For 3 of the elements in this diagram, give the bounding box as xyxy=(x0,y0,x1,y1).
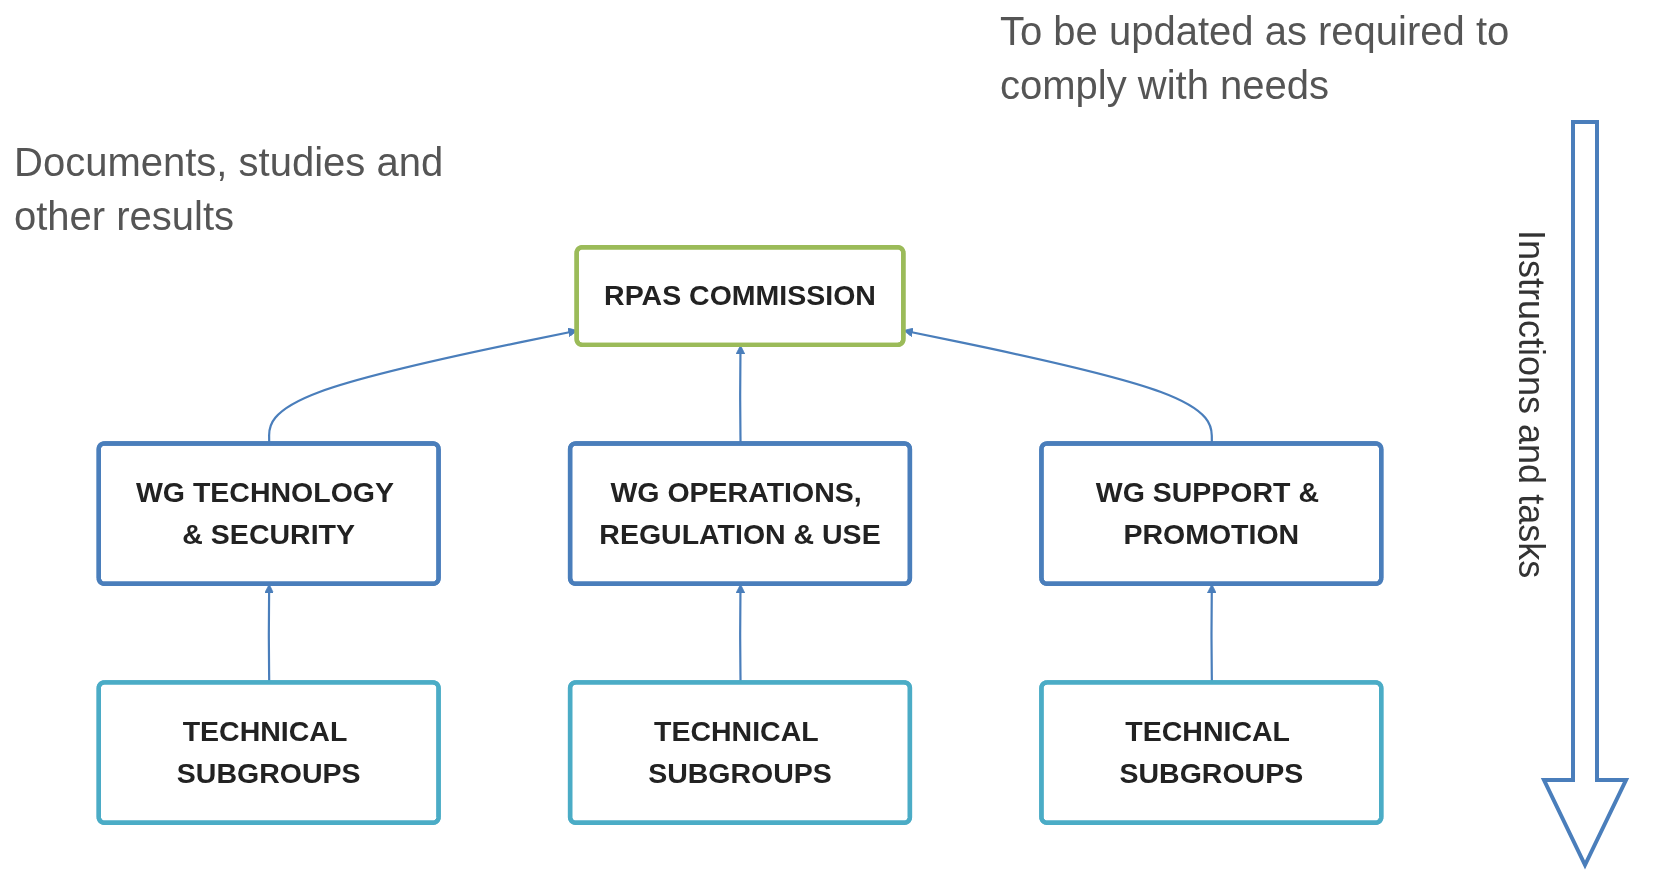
direction-label: Instructions and tasks xyxy=(1510,230,1552,579)
note-text: To be updated as required to comply with needs xyxy=(1000,8,1511,109)
note-text: Documents, studies and other results xyxy=(14,139,445,240)
